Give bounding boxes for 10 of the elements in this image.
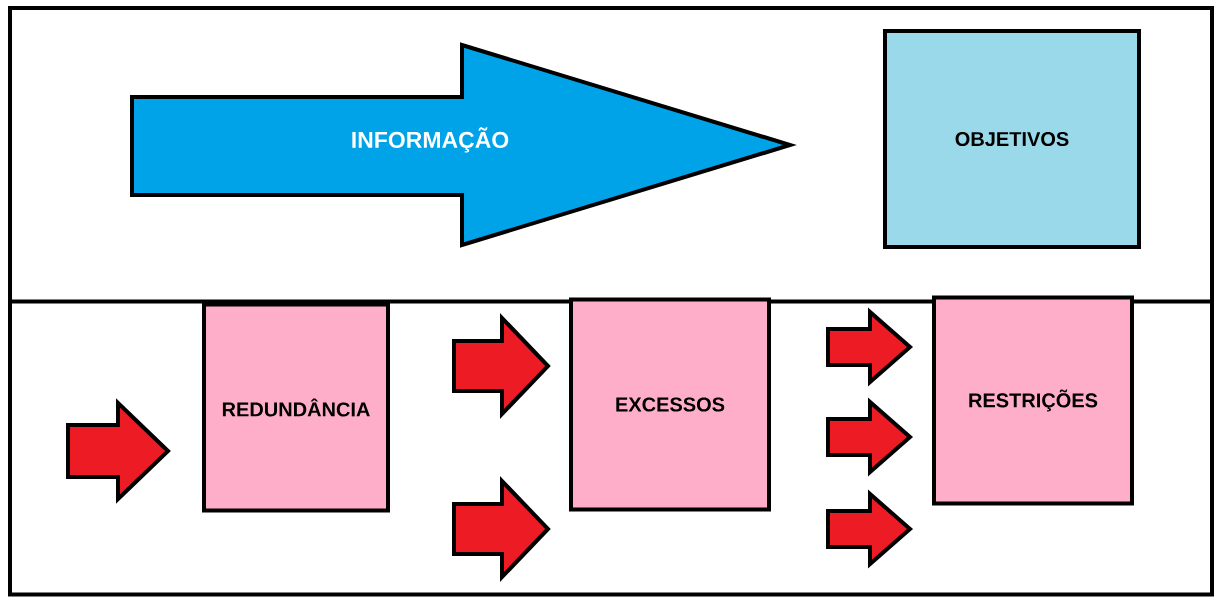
text-box: OBJETIVOS: [883, 29, 1141, 249]
block-arrow: [452, 476, 551, 582]
block-arrow: [826, 307, 914, 387]
text-box: EXCESSOS: [569, 297, 771, 512]
block-arrow: [826, 397, 914, 477]
block-arrow: [66, 398, 171, 504]
text-box: RESTRIÇÕES: [932, 295, 1134, 506]
text-box: REDUNDÂNCIA: [202, 302, 390, 513]
block-arrow: [452, 313, 551, 419]
block-arrow: [826, 489, 914, 569]
